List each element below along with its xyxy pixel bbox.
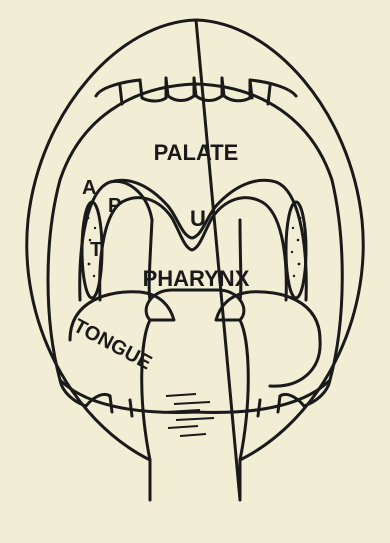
tongue-center-outline [146, 290, 244, 320]
label-t: T [90, 239, 102, 261]
label-p: P [108, 195, 121, 217]
frenulum-hatching [166, 394, 214, 436]
posterior-pillar-right [262, 202, 286, 300]
label-palate: PALATE [154, 140, 239, 165]
label-u: U [190, 206, 206, 231]
label-pharynx: PHARYNX [143, 266, 250, 291]
upper-lip-inner-outline [60, 84, 332, 180]
label-a: A [82, 177, 96, 199]
tonsil-right [286, 202, 306, 298]
anterior-pillar-right [276, 182, 306, 300]
